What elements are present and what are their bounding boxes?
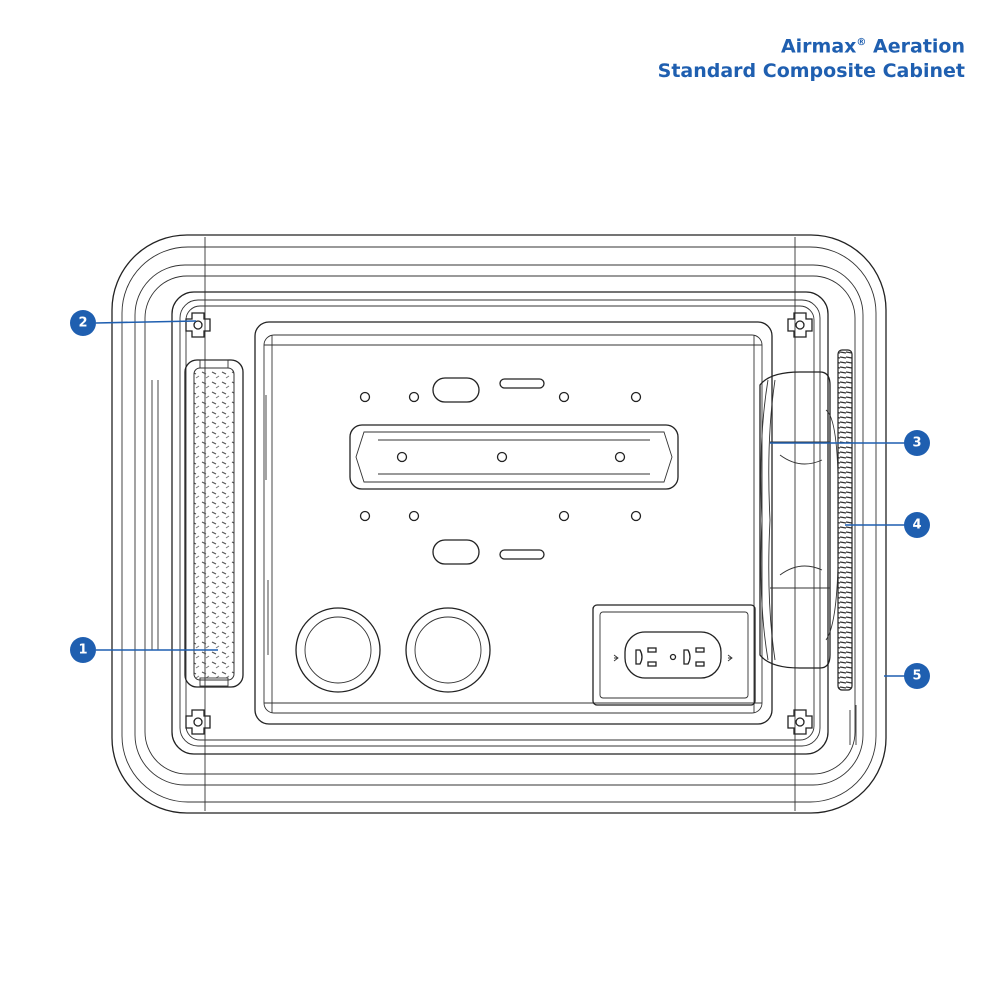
callout-badge-2: 2 — [70, 310, 96, 336]
vent-grille — [825, 349, 853, 691]
inner-tray — [171, 291, 829, 755]
duplex-outlet — [592, 604, 756, 706]
svg-text:4: 4 — [912, 518, 921, 533]
title-line-2: Standard Composite Cabinet — [657, 60, 965, 83]
svg-text:1: 1 — [78, 643, 87, 658]
fan — [759, 371, 831, 669]
corner-screw-top-left — [185, 312, 211, 338]
svg-text:5: 5 — [912, 669, 921, 684]
corner-screw-top-right — [787, 312, 813, 338]
callout-badge-1: 1 — [70, 637, 96, 663]
callout-badge-4: 4 — [904, 512, 930, 538]
corner-screw-bottom-right — [787, 709, 813, 735]
callouts: 1 2 3 4 5 — [70, 310, 930, 689]
callout-line-2 — [95, 320, 197, 324]
outer-rim — [111, 234, 887, 814]
outlet-receptacle-left — [635, 647, 657, 667]
title-line-1: Airmax® Aeration — [780, 35, 965, 58]
callout-badge-3: 3 — [904, 430, 930, 456]
svg-text:3: 3 — [912, 436, 921, 451]
knockout-holes — [295, 607, 491, 693]
outlet-receptacle-right — [683, 647, 705, 667]
mounting-holes — [359, 377, 642, 565]
svg-text:2: 2 — [78, 316, 87, 331]
corner-screws — [185, 312, 813, 735]
mounting-plate — [254, 321, 773, 725]
title-block: Airmax® Aeration Standard Composite Cabi… — [658, 30, 965, 84]
filter — [184, 359, 244, 688]
center-channel — [349, 424, 679, 490]
callout-badge-5: 5 — [904, 663, 930, 689]
corner-screw-bottom-left — [185, 709, 211, 735]
